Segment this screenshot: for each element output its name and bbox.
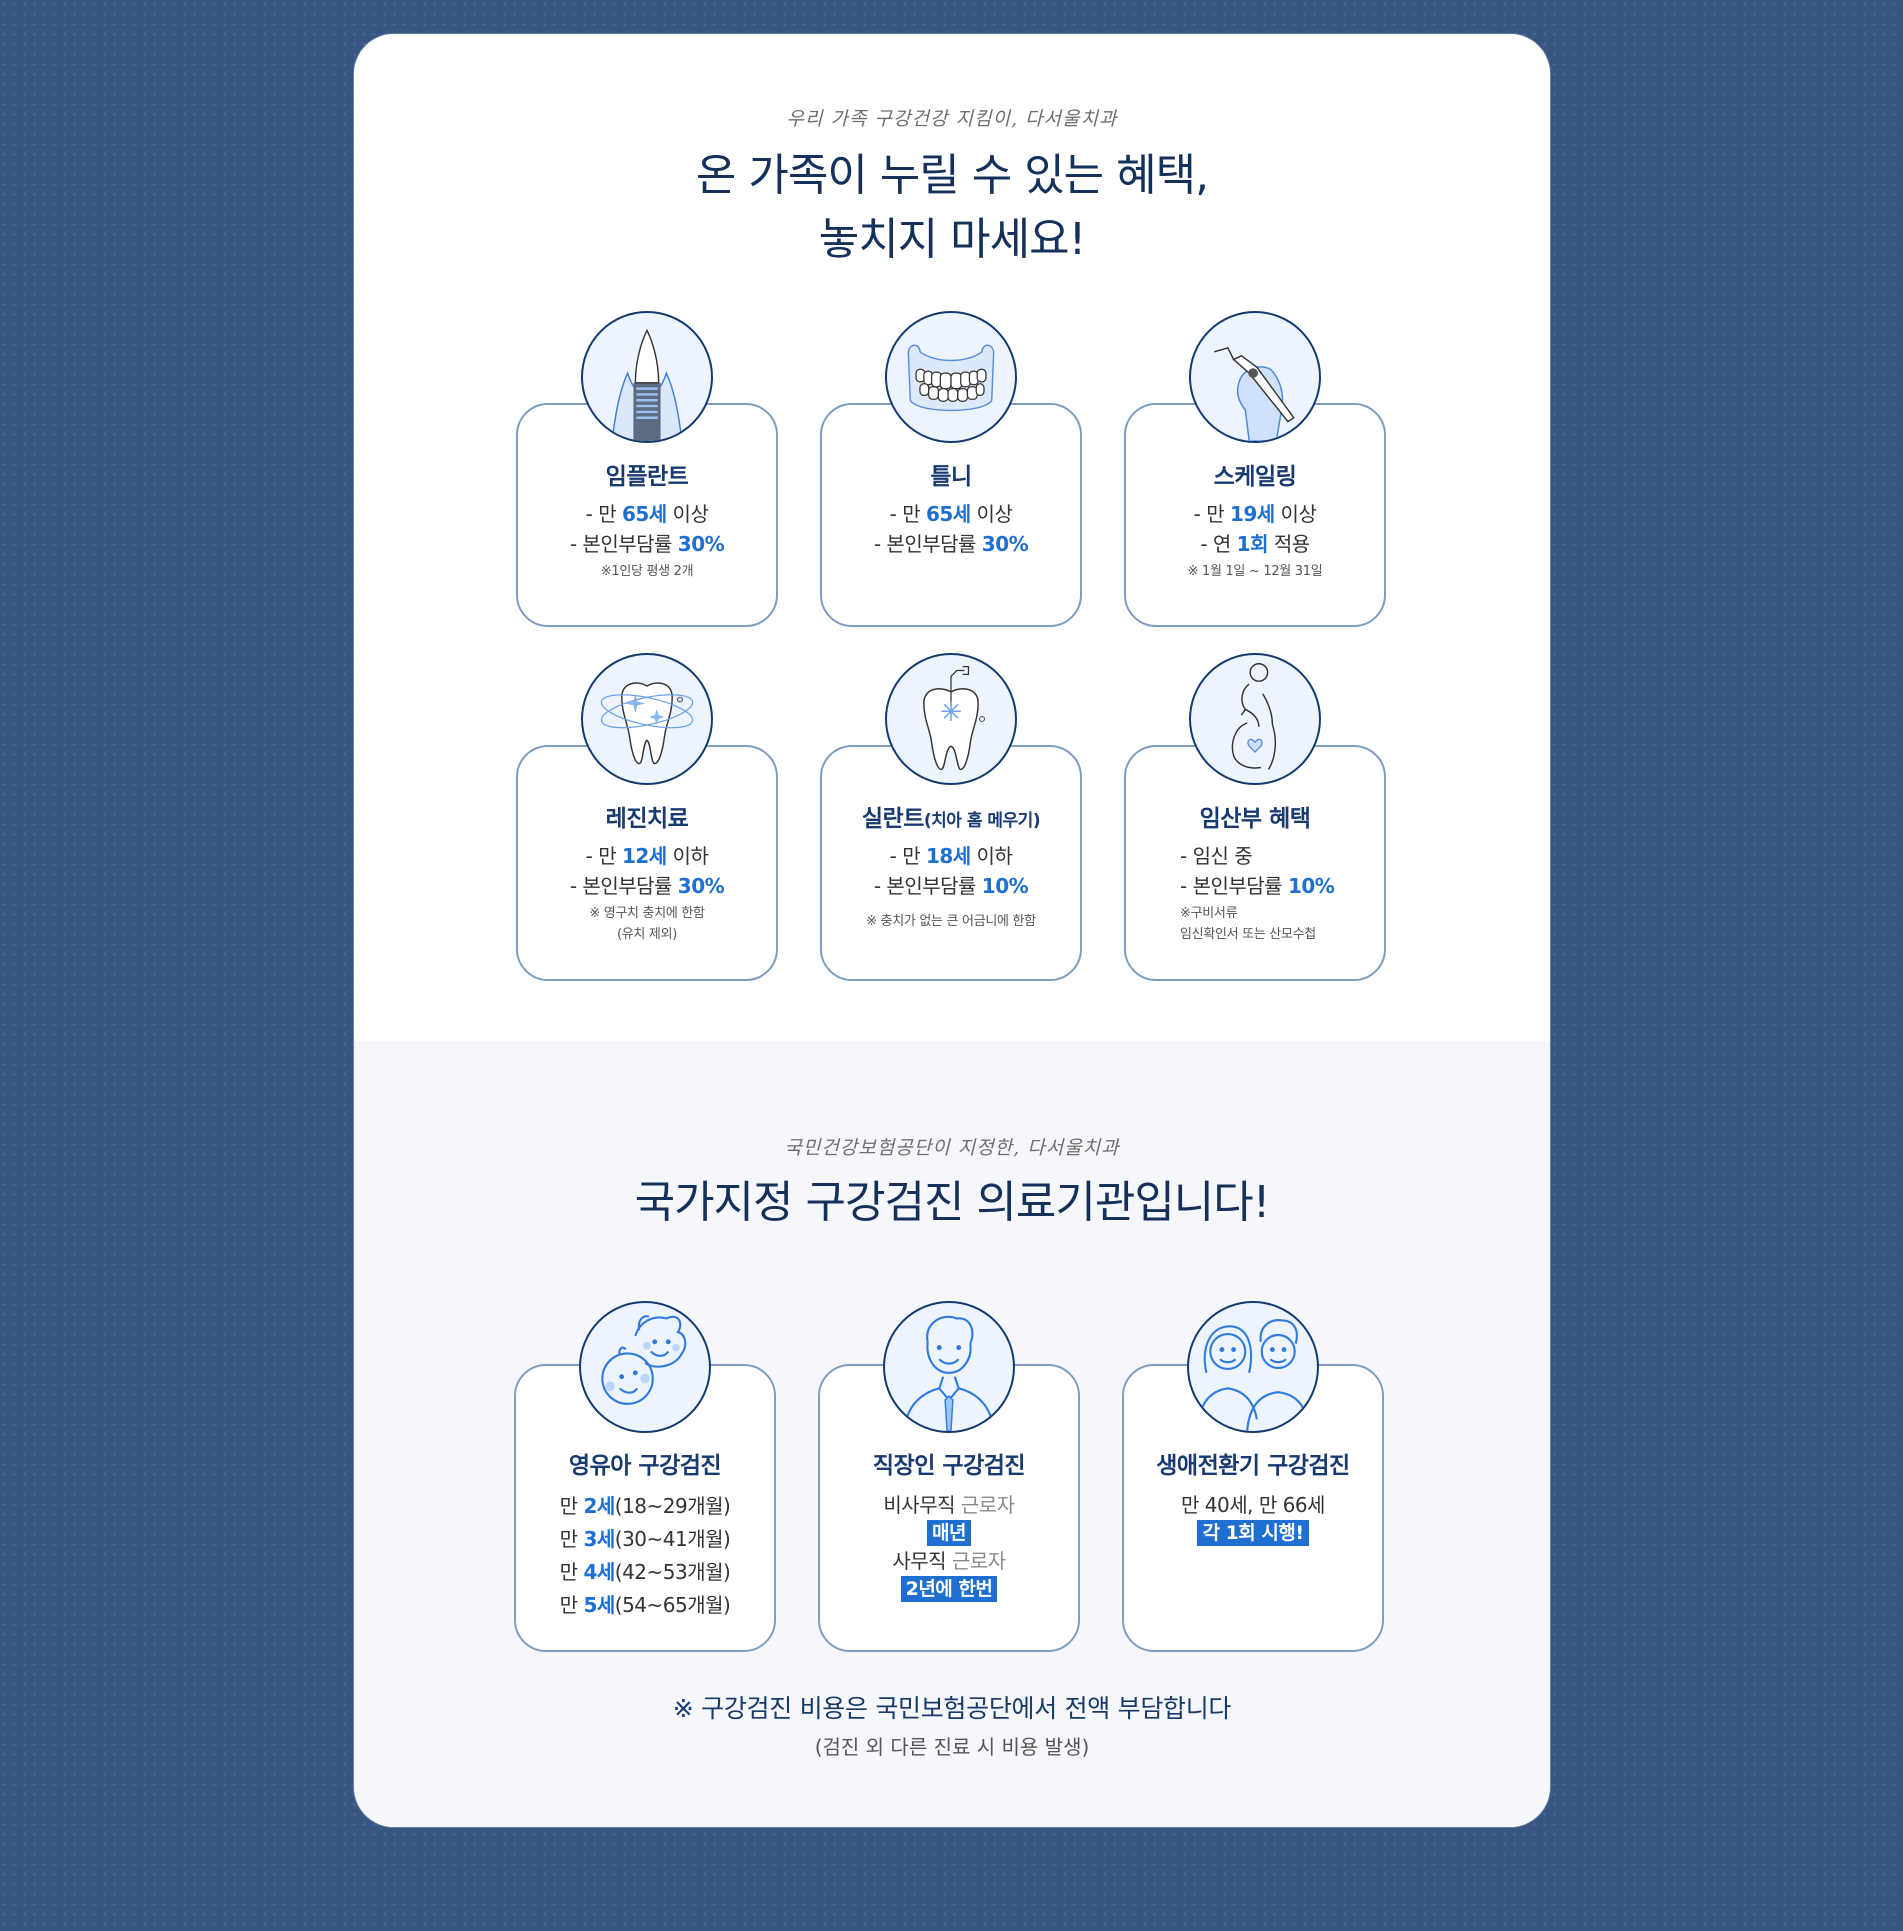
children-icon: [579, 1301, 711, 1433]
card-details: 만 40세, 만 66세 각 1회 시행!: [1124, 1490, 1382, 1546]
card-note: ※1인당 평생 2개: [600, 564, 694, 579]
sealant-tooth-icon: [885, 653, 1017, 785]
card-title: 틀니: [930, 464, 972, 490]
card-details: - 만 18세 이하 - 본인부담률 10% ※ 충치가 없는 큰 어금니에 한…: [822, 841, 1080, 932]
age-row: 만 5세(54~65개월): [559, 1593, 731, 1617]
frequency-badge: 매년: [927, 1520, 971, 1546]
age-row: 만 3세(30~41개월): [559, 1527, 731, 1551]
card-details: - 만 19세 이상 - 연 1회 적용 ※ 1월 1일 ~ 12월 31일: [1126, 499, 1384, 582]
detail-line: - 본인부담률 30%: [569, 532, 725, 556]
benefits-headline: 온 가족이 누릴 수 있는 혜택, 놓치지 마세요!: [354, 144, 1550, 272]
card-title: 임산부 혜택: [1199, 806, 1311, 832]
benefits-section: 우리 가족 구강건강 지킴이, 다서울치과 온 가족이 누릴 수 있는 혜택, …: [354, 34, 1550, 1041]
card-title: 레진치료: [605, 806, 689, 832]
age-row: 만 40세, 만 66세: [1181, 1493, 1325, 1517]
card-note: ※ 1월 1일 ~ 12월 31일: [1187, 564, 1323, 579]
detail-line: - 만 65세 이상: [585, 502, 709, 526]
detail-line: - 만 12세 이하: [585, 844, 709, 868]
detail-line: - 만 19세 이상: [1193, 502, 1317, 526]
benefit-card-scaling: 스케일링 - 만 19세 이상 - 연 1회 적용 ※ 1월 1일 ~ 12월 …: [1124, 403, 1386, 627]
detail-line: - 본인부담률 10%: [1180, 874, 1335, 898]
card-details: - 임신 중 - 본인부담률 10% ※구비서류 임신확인서 또는 산모수첩: [1126, 841, 1384, 945]
checkup-eyebrow: 국민건강보험공단이 지정한, 다서울치과: [784, 1137, 1120, 1159]
checkup-headline: 국가지정 구강검진 의료기관입니다!: [634, 1177, 1271, 1228]
card-note: ※ 영구치 충치에 한함: [589, 906, 705, 921]
checkup-section: 국민건강보험공단이 지정한, 다서울치과 국가지정 구강검진 의료기관입니다! …: [354, 1041, 1550, 1827]
denture-icon: [885, 311, 1017, 443]
pregnant-woman-icon: [1189, 653, 1321, 785]
checkup-cost-notice: ※ 구강검진 비용은 국민보험공단에서 전액 부담합니다: [672, 1694, 1232, 1723]
headline-line-1: 온 가족이 누릴 수 있는 혜택,: [695, 150, 1209, 201]
scaler-icon: [1189, 311, 1321, 443]
worker-type-row: 사무직 근로자: [892, 1549, 1006, 1573]
content-panel: 우리 가족 구강건강 지킴이, 다서울치과 온 가족이 누릴 수 있는 혜택, …: [354, 34, 1550, 1827]
card-title: 영유아 구강검진: [568, 1453, 722, 1479]
card-title: 직장인 구강검진: [872, 1453, 1026, 1479]
detail-line: - 본인부담률 10%: [873, 874, 1029, 898]
card-title: 생애전환기 구강검진: [1156, 1453, 1350, 1479]
detail-line: - 만 18세 이하: [889, 844, 1013, 868]
card-details: 비사무직 근로자 매년 사무직 근로자 2년에 한번: [820, 1490, 1078, 1602]
office-worker-icon: [883, 1301, 1015, 1433]
card-details: - 만 65세 이상 - 본인부담률 30%: [822, 499, 1080, 559]
benefits-eyebrow: 우리 가족 구강건강 지킴이, 다서울치과: [786, 108, 1118, 130]
card-note: 임신확인서 또는 산모수첩: [1180, 927, 1316, 942]
card-note: ※구비서류: [1180, 906, 1238, 921]
frequency-badge: 2년에 한번: [900, 1576, 998, 1602]
detail-line: - 본인부담률 30%: [873, 532, 1029, 556]
card-details: - 만 65세 이상 - 본인부담률 30% ※1인당 평생 2개: [518, 499, 776, 582]
frequency-badge: 각 1회 시행!: [1197, 1520, 1309, 1546]
card-title: 스케일링: [1213, 464, 1297, 490]
card-details: 만 2세(18~29개월) 만 3세(30~41개월) 만 4세(42~53개월…: [516, 1490, 774, 1622]
age-row: 만 2세(18~29개월): [559, 1494, 731, 1518]
detail-line: - 본인부담률 30%: [569, 874, 725, 898]
card-title: 임플란트: [605, 464, 689, 490]
detail-line: - 연 1회 적용: [1200, 532, 1310, 556]
detail-line: - 만 65세 이상: [889, 502, 1013, 526]
detail-line: - 임신 중: [1180, 844, 1253, 868]
checkup-card-children: 영유아 구강검진 만 2세(18~29개월) 만 3세(30~41개월) 만 4…: [514, 1364, 776, 1652]
worker-type-row: 비사무직 근로자: [883, 1493, 1015, 1517]
implant-icon: [581, 311, 713, 443]
age-row: 만 4세(42~53개월): [559, 1560, 731, 1584]
card-note: (유치 제외): [616, 927, 678, 942]
couple-icon: [1187, 1301, 1319, 1433]
card-note: ※ 충치가 없는 큰 어금니에 한함: [866, 914, 1036, 929]
checkup-cost-subnote: (검진 외 다른 진료 시 비용 발생): [814, 1735, 1090, 1759]
resin-tooth-icon: [581, 653, 713, 785]
headline-line-2: 놓치지 마세요!: [818, 214, 1087, 265]
card-title: 실란트(치아 홈 메우기): [861, 806, 1041, 832]
card-details: - 만 12세 이하 - 본인부담률 30% ※ 영구치 충치에 한함 (유치 …: [518, 841, 776, 945]
